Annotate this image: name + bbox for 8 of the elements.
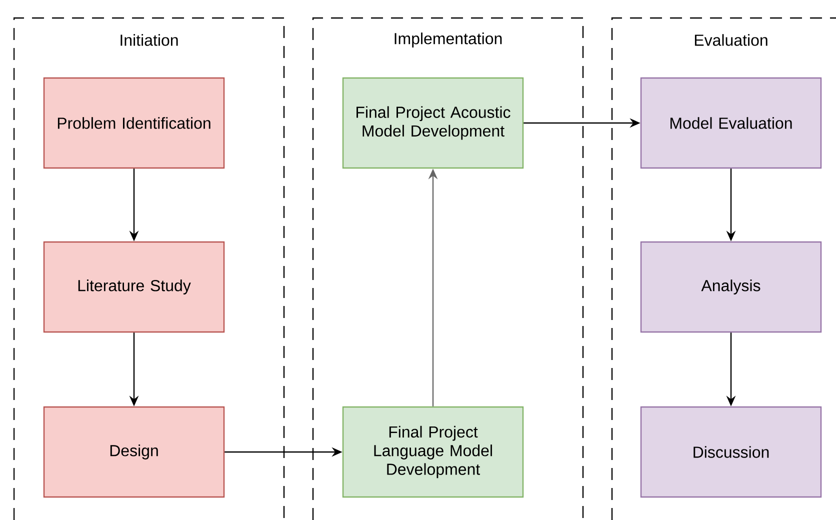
process-box: Design <box>43 406 225 498</box>
process-box: Analysis <box>640 241 822 333</box>
process-box: Final Project Acoustic Model Development <box>342 77 524 169</box>
process-box: Model Evaluation <box>640 77 822 169</box>
process-box: Literature Study <box>43 241 225 333</box>
process-box: Discussion <box>640 406 822 498</box>
process-box: Final Project Language Model Development <box>342 406 524 498</box>
process-box: Problem Identification <box>43 77 225 169</box>
